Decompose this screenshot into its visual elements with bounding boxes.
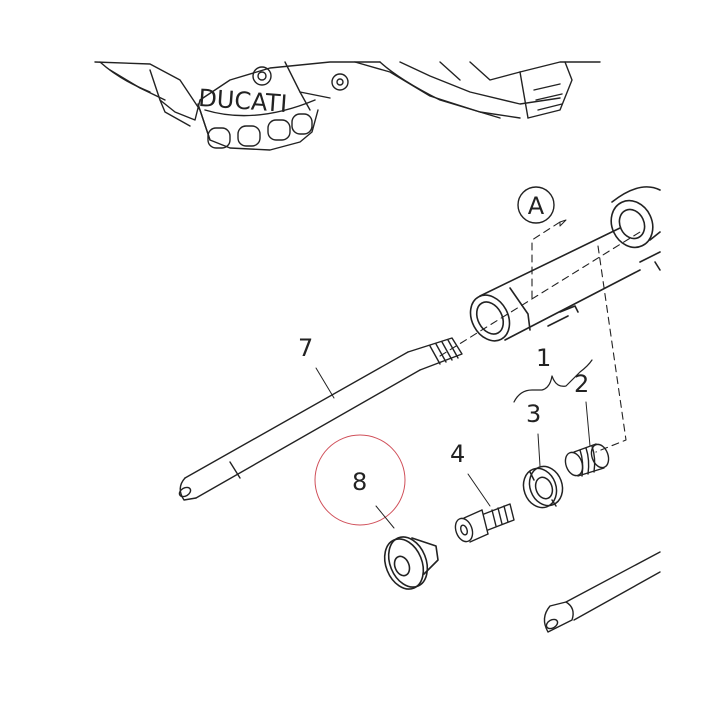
leader-3: [537, 433, 541, 467]
brand-logo-text: DUCATI: [197, 84, 288, 118]
callout-4: 4: [450, 440, 465, 468]
callout-1: 1: [536, 344, 551, 372]
callout-8: 8: [352, 468, 367, 496]
leader-4: [467, 473, 491, 507]
group-bracket: [513, 359, 593, 403]
spring-part: [564, 443, 610, 477]
callout-7: 7: [298, 334, 313, 362]
leader-7: [315, 367, 335, 399]
lower-rod-part: [543, 551, 661, 633]
leader-8: [375, 505, 395, 529]
rod-part: [178, 337, 463, 501]
callout-2: 2: [574, 370, 589, 398]
leader-2: [585, 401, 591, 447]
view-arrowhead: [559, 219, 567, 227]
view-marker-a: A: [517, 186, 555, 224]
washer-part: [522, 465, 564, 509]
frame-tube: [469, 186, 661, 342]
callout-3: 3: [526, 400, 541, 428]
view-marker-label: A: [528, 192, 545, 220]
cap-part: [383, 536, 439, 590]
screw-part: [454, 503, 515, 543]
highlight-circle: [314, 434, 406, 526]
engine-assembly: [94, 61, 601, 151]
assembly-axis-lines: [439, 221, 641, 453]
